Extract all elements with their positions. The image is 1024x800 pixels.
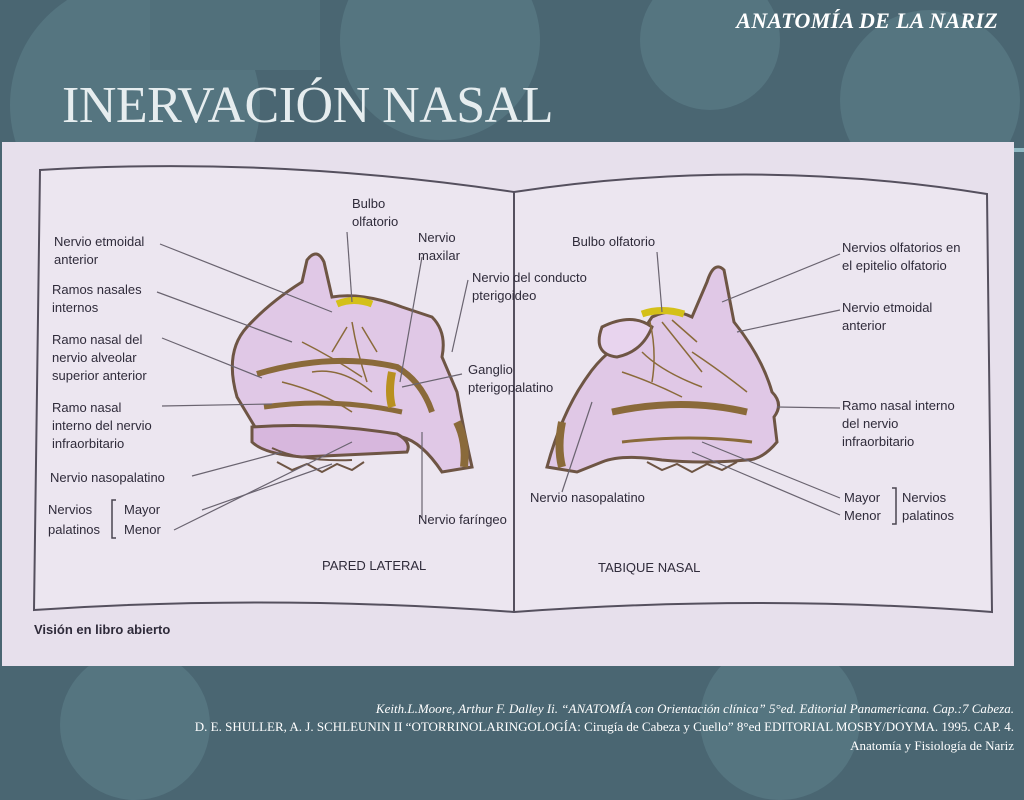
septum-labels: Bulbo olfatorio Nervios olfatorios en el… [530,234,961,575]
label-bulbo-olfatorio-r: Bulbo olfatorio [572,234,655,249]
label-ganglio: Ganglio [468,362,513,377]
label-ramo-alveolar-3: superior anterior [52,368,147,383]
label-nervios-r: Nervios [902,490,947,505]
label-ramo-infraorbitario: Ramo nasal [52,400,121,415]
label-ramo-alveolar: Ramo nasal del [52,332,142,347]
label-infraorbitario-r-3: infraorbitario [842,434,914,449]
label-mayor-r: Mayor [844,490,881,505]
lateral-wall-illustration [230,252,474,474]
nasal-innervation-diagram: Bulbo olfatorio Nervio maxilar Nervio de… [32,165,994,637]
slide-kicker: ANATOMÍA DE LA NARIZ [736,8,998,33]
lateral-wall-labels: Bulbo olfatorio Nervio maxilar Nervio de… [48,196,587,573]
label-infraorbitario-r: Ramo nasal interno [842,398,955,413]
label-etmoidal-r: Nervio etmoidal [842,300,932,315]
label-nervio-etmoidal-2: anterior [54,252,99,267]
label-nervios-olfatorios-2: el epitelio olfatorio [842,258,947,273]
label-nervios-palatinos-2: palatinos [48,522,101,537]
label-ramo-alveolar-2: nervio alveolar [52,350,137,365]
label-etmoidal-r-2: anterior [842,318,887,333]
label-menor-r: Menor [844,508,882,523]
label-nervio-conducto: Nervio del conducto [472,270,587,285]
slide-title: INERVACIÓN NASAL [62,77,554,134]
label-nervios-olfatorios: Nervios olfatorios en [842,240,961,255]
label-infraorbitario-r-2: del nervio [842,416,898,431]
label-nasopalatino: Nervio nasopalatino [50,470,165,485]
reference-line-1: Keith.L.Moore, Arthur F. Dalley Ii. “ANA… [375,701,1014,716]
label-bulbo-olfatorio-2: olfatorio [352,214,398,229]
label-ramos-nasales: Ramos nasales [52,282,142,297]
label-ganglio-2: pterigopalatino [468,380,553,395]
reference-line-2: D. E. SHULLER, A. J. SCHLEUNIN II “OTORR… [194,719,1014,734]
footer-note: Visión en libro abierto [34,622,170,637]
label-mayor: Mayor [124,502,161,517]
label-ramo-infraorbitario-2: interno del nervio [52,418,152,433]
bracket-r [892,487,897,525]
label-menor: Menor [124,522,162,537]
label-nervio-maxilar-2: maxilar [418,248,461,263]
caption-pared-lateral: PARED LATERAL [322,558,426,573]
bracket [111,499,116,539]
background-rect [150,0,320,70]
label-nervio-faringeo: Nervio faríngeo [418,512,507,527]
label-nervio-conducto-2: pterigoideo [472,288,536,303]
caption-tabique-nasal: TABIQUE NASAL [598,560,700,575]
label-nervios-palatinos: Nervios [48,502,93,517]
label-nervio-maxilar: Nervio [418,230,456,245]
reference-line-3: Anatomía y Fisiología de Nariz [850,738,1014,753]
background-circle [640,0,780,110]
label-nasopalatino-r: Nervio nasopalatino [530,490,645,505]
accent-bar [1014,148,1024,152]
diagram-photo: Bulbo olfatorio Nervio maxilar Nervio de… [2,142,1014,666]
label-ramo-infraorbitario-3: infraorbitario [52,436,124,451]
label-ramos-nasales-2: internos [52,300,99,315]
label-palatinos-r: palatinos [902,508,955,523]
left-leader-lines [156,231,469,531]
right-leader-lines [561,251,841,516]
label-nervio-etmoidal: Nervio etmoidal [54,234,144,249]
label-bulbo-olfatorio: Bulbo [352,196,385,211]
background-circle [60,650,210,800]
nasal-septum-illustration [545,265,780,474]
